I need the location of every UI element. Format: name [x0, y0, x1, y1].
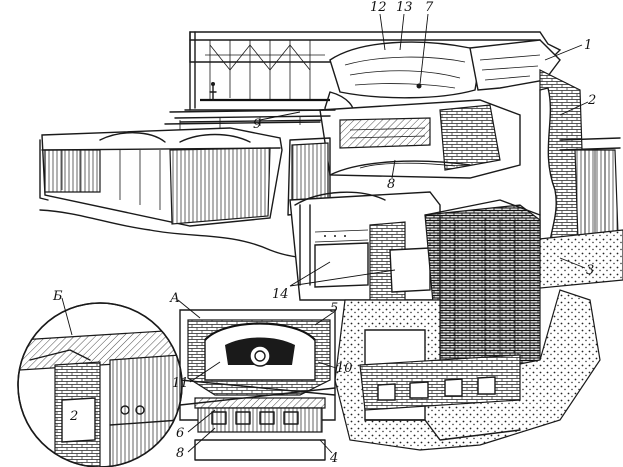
right-tower: [519, 69, 623, 291]
front-chamber: [289, 191, 441, 301]
label-A: А: [169, 291, 180, 306]
label-8-main: 8: [387, 177, 395, 192]
melting-bath: [324, 39, 561, 122]
inset-b: [17, 302, 183, 467]
foundation: [334, 289, 601, 451]
left-block: [39, 127, 283, 227]
leader-lines: [61, 13, 589, 454]
label-5: 5: [330, 301, 338, 316]
label-3: 3: [586, 263, 594, 278]
label-14: 14: [272, 287, 289, 302]
label-4: 4: [329, 451, 338, 466]
label-2-inset: 2: [69, 409, 78, 424]
label-13: 13: [396, 0, 413, 15]
label-1: 1: [584, 38, 592, 53]
label-B: Б: [52, 289, 63, 304]
label-12: 12: [370, 0, 387, 15]
label-9: 9: [253, 117, 261, 132]
label-11: 11: [172, 376, 189, 391]
checker-tower: [424, 199, 541, 381]
callout-labels: 12 13 7 1 2 3 9 8 14 Б А 5 11 10 6 8 4 2: [52, 0, 596, 466]
label-6: 6: [176, 426, 184, 441]
label-8-inset: 8: [176, 446, 184, 461]
label-2: 2: [587, 93, 596, 108]
label-7: 7: [425, 0, 434, 15]
central-chamber: [319, 99, 521, 179]
section-a: [179, 309, 336, 461]
label-10: 10: [336, 361, 353, 376]
